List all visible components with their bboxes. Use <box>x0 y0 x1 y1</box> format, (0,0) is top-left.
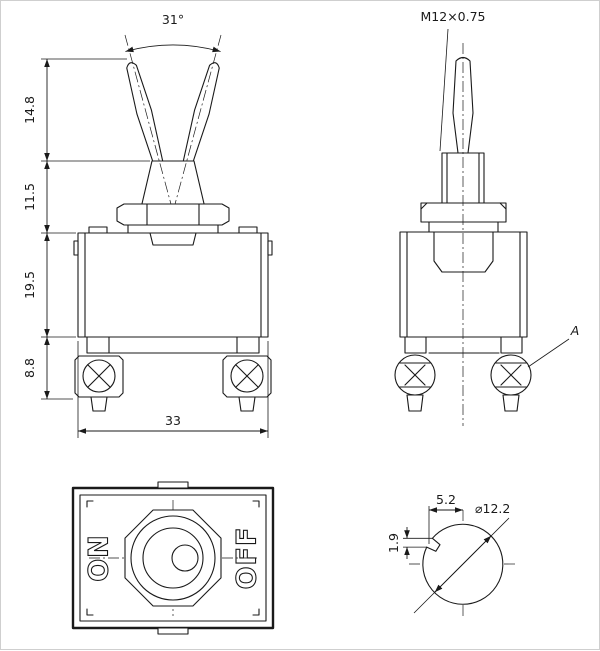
washer-side <box>428 221 499 233</box>
washer-front <box>127 224 219 234</box>
corner-marks <box>86 500 260 616</box>
key-offset-label: 5.2 <box>436 492 456 507</box>
screw-terminal-front-left <box>74 336 124 412</box>
mount-tab-bottom <box>157 627 189 635</box>
switch-body-side <box>399 231 528 338</box>
terminal-height-label: 8.8 <box>22 358 37 378</box>
hex-nut-side <box>420 202 507 223</box>
lever-collar <box>140 160 206 209</box>
dimension-key-width: 1.9 <box>386 527 433 559</box>
dimension-angle: 31° <box>125 12 221 53</box>
dimension-chain-left: 14.8 11.5 19.5 8.8 <box>22 58 150 400</box>
off-stamp: OFF <box>232 527 263 590</box>
callout-a-label: A <box>570 323 580 338</box>
dimension-body-width: 33 <box>77 341 269 438</box>
bottom-view: ON OFF <box>71 481 275 635</box>
screw-terminal-front-right <box>222 336 272 412</box>
side-view: M12×0.75 <box>394 9 580 426</box>
thread-callout: M12×0.75 <box>421 9 486 152</box>
body-height-label: 19.5 <box>22 271 37 299</box>
callout-a: A <box>527 323 580 368</box>
dimension-key-offset: 5.2 <box>428 492 463 544</box>
lever-tip-top <box>171 544 199 572</box>
bushing-height-label: 11.5 <box>22 183 37 211</box>
mount-tab-top <box>157 481 189 489</box>
hex-nut-front <box>116 203 230 226</box>
lever-height-label: 14.8 <box>22 96 37 124</box>
screw-terminal-side-left <box>394 336 436 412</box>
screw-terminal-side-right <box>490 336 532 412</box>
thread-label: M12×0.75 <box>421 9 486 24</box>
front-view: 31° <box>22 12 273 438</box>
angle-label: 31° <box>162 12 184 27</box>
switch-body-front <box>73 226 273 338</box>
mounting-hole-view: ⌀12.2 5.2 1.9 <box>386 492 517 618</box>
key-width-label: 1.9 <box>386 533 401 553</box>
dimension-hole-diameter: ⌀12.2 <box>413 501 510 614</box>
hole-diameter-label: ⌀12.2 <box>475 501 510 516</box>
on-stamp: ON <box>84 534 115 582</box>
body-width-label: 33 <box>165 413 181 428</box>
